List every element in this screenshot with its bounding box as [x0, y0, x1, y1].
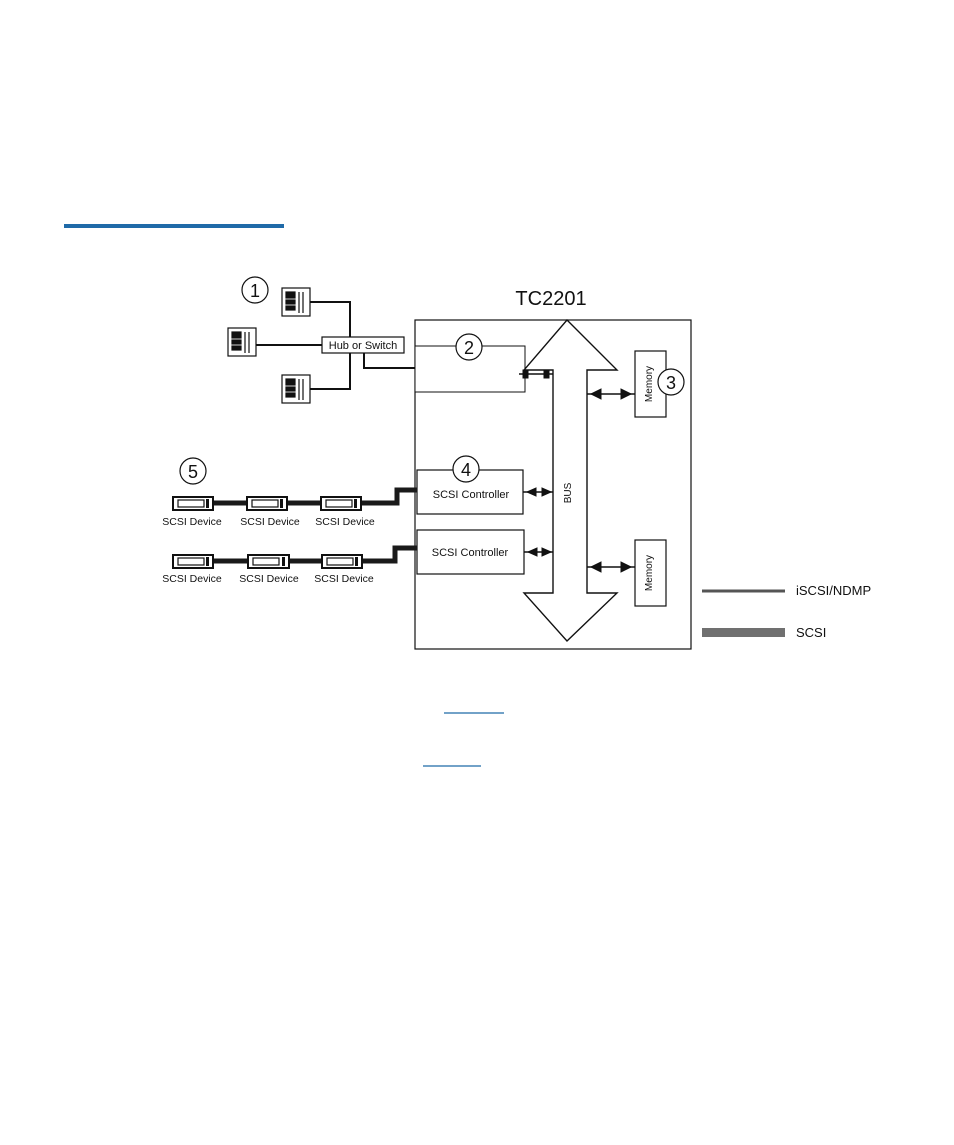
callout-2: 2 — [464, 338, 474, 358]
scsi-device-label: SCSI Device — [314, 573, 374, 585]
tc2201-title: TC2201 — [515, 288, 586, 310]
heading-rule — [64, 224, 284, 228]
hub-or-switch-label: Hub or Switch — [329, 340, 397, 352]
legend-scsi-swatch — [702, 628, 785, 637]
scsi-device-label: SCSI Device — [240, 516, 300, 528]
callout-1: 1 — [250, 281, 260, 301]
legend-iscsi-label: iSCSI/NDMP — [796, 583, 871, 598]
scsi-device-label: SCSI Device — [162, 516, 222, 528]
scsi-device-icon — [173, 497, 213, 510]
memory-1-label: Memory — [644, 366, 655, 402]
scsi-device-icon — [248, 555, 289, 568]
callout-5: 5 — [188, 462, 198, 482]
scsi-device-icon — [322, 555, 362, 568]
server-icon — [282, 288, 310, 316]
scsi-controller-1-label: SCSI Controller — [433, 489, 510, 501]
bus-label: BUS — [563, 482, 574, 503]
scsi-controller-2-label: SCSI Controller — [432, 547, 509, 559]
memory-2-label: Memory — [644, 555, 655, 591]
scsi-device-label: SCSI Device — [239, 573, 299, 585]
callout-3: 3 — [666, 373, 676, 393]
scsi-device-icon — [321, 497, 361, 510]
scsi-device-icon — [247, 497, 287, 510]
scsi-chain-1-cables — [213, 490, 417, 503]
scsi-device-label: SCSI Device — [315, 516, 375, 528]
scsi-chain-2-cables — [212, 548, 417, 561]
legend-scsi-label: SCSI — [796, 625, 826, 640]
scsi-device-label: SCSI Device — [162, 573, 222, 585]
server-icon — [282, 375, 310, 403]
scsi-device-icon — [173, 555, 213, 568]
server-icon — [228, 328, 256, 356]
callout-4: 4 — [461, 460, 471, 480]
